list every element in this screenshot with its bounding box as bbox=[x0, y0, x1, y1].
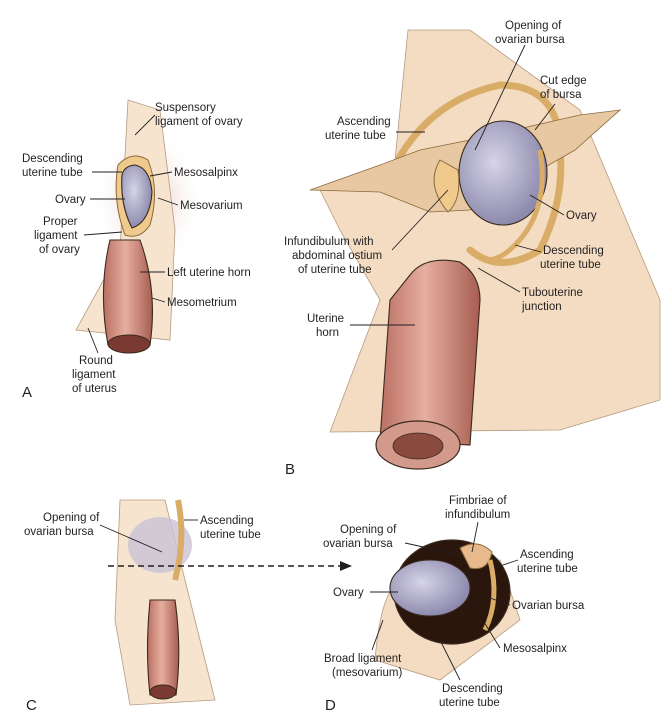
panel-b-descending-tube bbox=[478, 149, 545, 263]
c-to-d-arrowhead bbox=[340, 561, 352, 571]
panel-b-uterine-horn bbox=[379, 259, 481, 446]
panel-b-drawing bbox=[309, 29, 661, 470]
b-leader-infundibulum bbox=[391, 189, 449, 251]
d-leader-fimbriae bbox=[471, 521, 479, 553]
d-leader-descending-tube bbox=[439, 639, 461, 681]
panel-a-ovary bbox=[121, 164, 153, 229]
a-leader-proper-ligament bbox=[83, 231, 123, 236]
panel-b-horn-lumen bbox=[392, 432, 444, 460]
a-label-mesometrium: Mesometrium bbox=[167, 297, 237, 309]
panel-c-drawing bbox=[114, 499, 216, 706]
a-leader-round-ligament bbox=[87, 327, 99, 354]
b-leader-cut-edge bbox=[534, 103, 556, 131]
b-label-ovary: Ovary bbox=[566, 210, 597, 222]
b-leader-ovary bbox=[529, 194, 565, 216]
d-label-broad-ligament: Broad ligament(mesovarium) bbox=[324, 653, 402, 679]
panel-letter-b: B bbox=[285, 461, 295, 478]
panel-d-ascending-tube bbox=[482, 559, 497, 632]
a-leader-mesosalpinx bbox=[149, 171, 173, 177]
a-label-left-uterine-horn: Left uterine horn bbox=[167, 267, 251, 279]
c-leader-opening-bursa bbox=[99, 524, 163, 553]
panel-letter-a: A bbox=[22, 384, 32, 401]
b-leader-tubouterine bbox=[477, 267, 521, 293]
d-leader-broad-ligament bbox=[371, 619, 384, 651]
panel-letter-d: D bbox=[325, 697, 336, 714]
d-label-ovary: Ovary bbox=[333, 587, 364, 599]
panel-d-fimbriae bbox=[459, 543, 493, 570]
d-leader-mesosalpinx bbox=[483, 621, 501, 649]
panel-c-ovary bbox=[128, 517, 192, 573]
panel-c-horn-section bbox=[149, 684, 177, 700]
d-label-mesosalpinx: Mesosalpinx bbox=[503, 643, 567, 655]
panel-b-infundibulum bbox=[433, 159, 460, 213]
panel-a-drawing bbox=[75, 99, 203, 354]
panel-c-uterine-horn bbox=[146, 599, 180, 696]
panel-a-horn-section bbox=[107, 334, 151, 354]
d-leader-ovarian-bursa bbox=[489, 597, 511, 606]
panel-c-ascending-tube bbox=[172, 499, 185, 581]
panel-letter-c: C bbox=[26, 697, 37, 714]
a-leader-mesometrium bbox=[151, 297, 166, 303]
panel-d-ovary bbox=[389, 559, 471, 617]
d-leader-ascending-tube bbox=[493, 559, 519, 569]
a-leader-mesovarium bbox=[157, 197, 179, 206]
a-label-mesovarium: Mesovarium bbox=[180, 200, 243, 212]
b-leader-opening-bursa bbox=[474, 44, 526, 151]
d-label-ovarian-bursa: Ovarian bursa bbox=[512, 600, 585, 612]
b-leader-descending-tube bbox=[514, 244, 542, 253]
a-label-mesosalpinx: Mesosalpinx bbox=[174, 167, 238, 179]
a-label-ovary: Ovary bbox=[55, 194, 86, 206]
d-leader-opening-bursa bbox=[404, 542, 461, 556]
panel-a-uterine-horn bbox=[102, 239, 153, 346]
panel-b-ovary bbox=[458, 120, 548, 226]
a-leader-suspensory bbox=[134, 114, 156, 136]
